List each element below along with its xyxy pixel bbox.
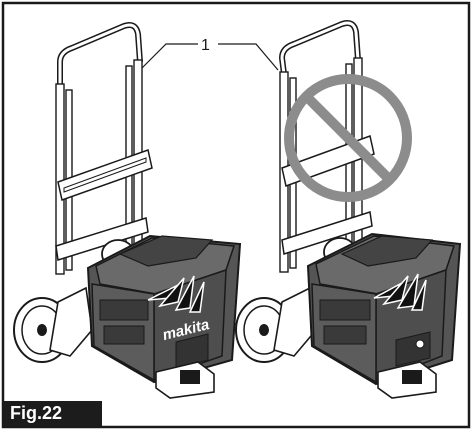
cart-cross-bracket [57, 149, 153, 201]
click-indicator-icon [373, 273, 427, 311]
figure-label: Fig.22 [4, 401, 102, 426]
cart-base-plate [49, 286, 93, 357]
click-indicator-icon [147, 275, 205, 313]
callout-number: 1 [201, 37, 210, 54]
callout-1: 1 [141, 37, 279, 71]
prohibition-icon [284, 74, 412, 202]
cart-correct: makita [13, 22, 242, 399]
cart-base-plate-right [273, 286, 317, 357]
cart-incorrect [235, 20, 462, 399]
